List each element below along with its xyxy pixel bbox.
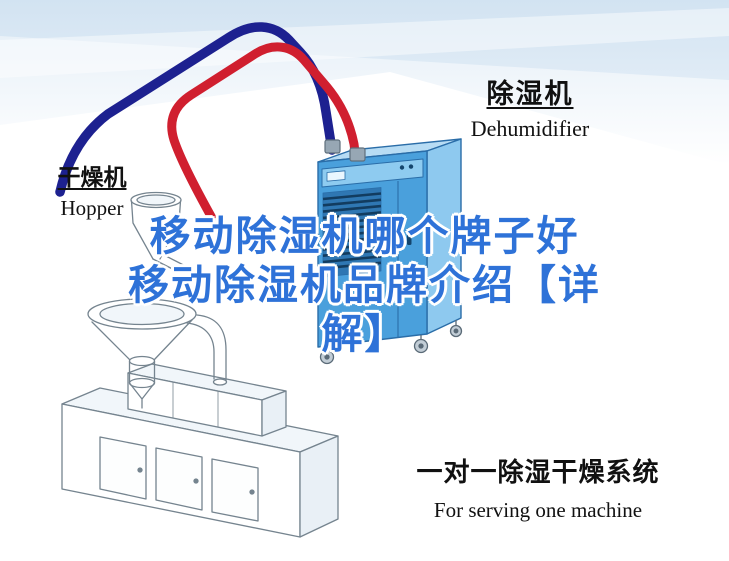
title-line-2: 移动除湿机品牌介绍【详	[128, 262, 601, 308]
pipe-fitting	[349, 147, 366, 162]
supply-pipe-red	[167, 42, 361, 223]
dryer-hopper-drawing	[130, 191, 206, 285]
system-caption-cn: 一对一除湿干燥系统	[416, 457, 660, 487]
dehumidifier-label-cn: 除湿机	[486, 79, 574, 109]
grille-slats	[322, 192, 382, 270]
caster-wheels	[319, 320, 463, 365]
hopper-label-en: Hopper	[60, 196, 124, 220]
title-line-1: 移动除湿机哪个牌子好	[149, 213, 580, 259]
title-line-3: 解】	[321, 311, 408, 357]
system-caption-en: For serving one machine	[433, 498, 643, 522]
background-swoosh	[0, 0, 729, 165]
pipe-fitting	[324, 139, 341, 154]
title-overlay: 移动除湿机哪个牌子好 移动除湿机品牌介绍【详 解】	[0, 212, 729, 359]
dehumidifier-label: 除湿机 Dehumidifier	[444, 72, 616, 142]
hopper-label: 干燥机 Hopper	[30, 158, 154, 221]
hopper-label-cn: 干燥机	[57, 164, 127, 190]
dehumidifier-label-en: Dehumidifier	[470, 116, 590, 141]
system-caption: 一对一除湿干燥系统 For serving one machine	[398, 452, 678, 523]
extruder-machine-drawing	[61, 298, 339, 538]
dehumidifier-unit-drawing	[317, 138, 463, 365]
